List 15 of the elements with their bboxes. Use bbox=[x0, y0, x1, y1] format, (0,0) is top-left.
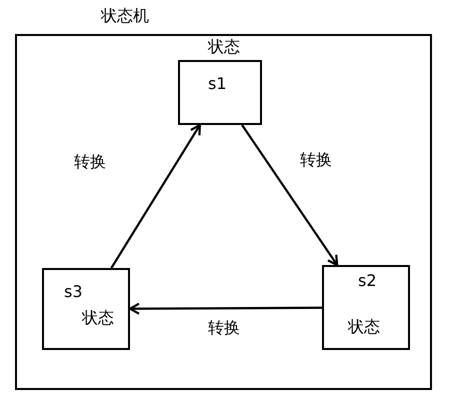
frame-title: 状态机 bbox=[101, 6, 149, 26]
state-label: 状态 bbox=[208, 37, 240, 56]
edge-label: 转换 bbox=[208, 318, 240, 338]
state-label: 状态 bbox=[348, 317, 380, 336]
state-label: s3 bbox=[64, 282, 83, 302]
arrow bbox=[128, 302, 322, 315]
arrow bbox=[110, 124, 201, 269]
arrow bbox=[241, 124, 338, 266]
edge-label: 转换 bbox=[300, 150, 332, 170]
edge-label: 转换 bbox=[74, 152, 106, 172]
state-label: s2 bbox=[358, 271, 377, 290]
state-label: s1 bbox=[208, 74, 227, 94]
state-label: 状态 bbox=[82, 308, 114, 328]
state-box bbox=[42, 268, 130, 350]
state-box bbox=[322, 265, 410, 350]
